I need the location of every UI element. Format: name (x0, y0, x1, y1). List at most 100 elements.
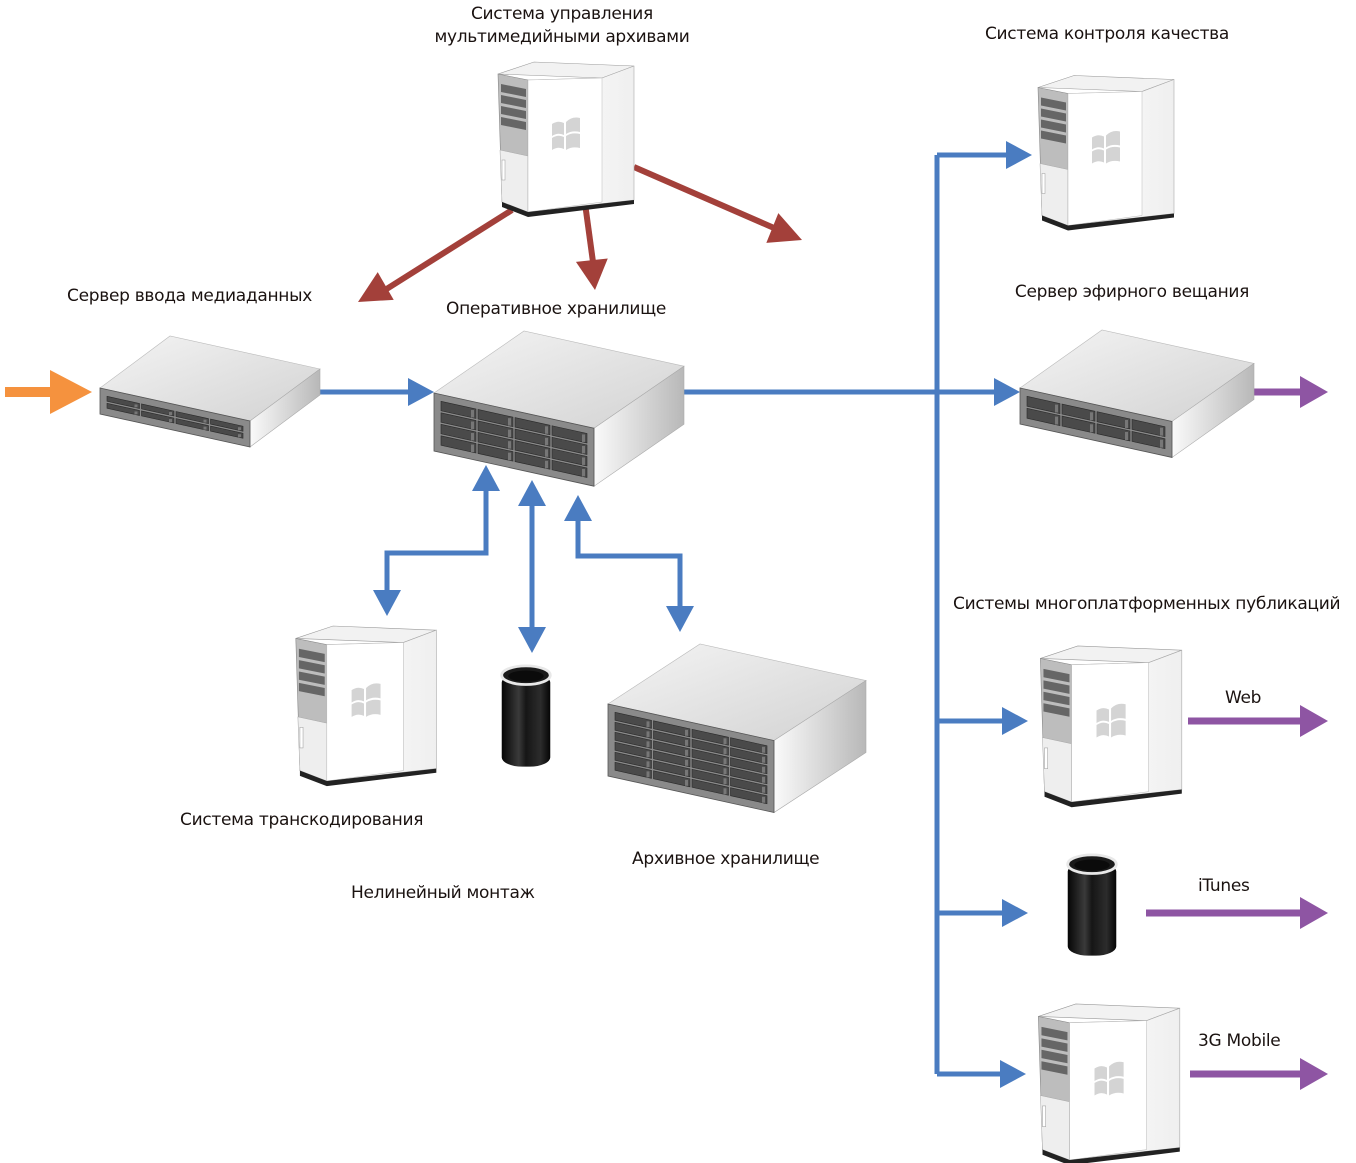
drive-bay (551, 436, 588, 455)
drive-bay (691, 738, 729, 756)
control-to-ingest-line (383, 207, 514, 293)
drive-bay-handle (169, 419, 172, 423)
drive-bay (210, 425, 244, 439)
drive-bay (551, 459, 588, 478)
drive-bay (440, 400, 477, 419)
drive-bay-handle (762, 776, 765, 783)
web-workstation (1039, 645, 1183, 808)
label-playout: Сервер эфирного вещания (1014, 282, 1250, 302)
drive-bay-handle (685, 769, 688, 776)
drive-bay (551, 425, 588, 444)
drive-bay (175, 411, 209, 425)
drive-bay-handle (203, 419, 207, 423)
drive-bay (106, 395, 140, 409)
drive-bay (614, 711, 652, 729)
playout-rack-server (1019, 329, 1255, 459)
drive-bay (1131, 419, 1166, 438)
drive-bay-handle (646, 721, 650, 728)
drive-bay-handle (685, 739, 688, 746)
drive-bay (551, 448, 588, 467)
label-multiplatform: Системы многоплатформенных публикаций (953, 594, 1341, 614)
drive-bay-handle (169, 412, 172, 416)
drive-bay (1061, 415, 1096, 434)
drive-bay-handle (646, 731, 650, 738)
online-storage-rack (433, 330, 685, 487)
storage-nle-arrowhead-down (518, 627, 546, 653)
drive-bay (653, 720, 691, 738)
control-to-ingest-arrowhead (358, 272, 394, 302)
drive-bay-handle (762, 756, 765, 763)
drive-bay-handle (1125, 419, 1128, 428)
drive-bay (106, 402, 140, 416)
drive-bay-handle (582, 434, 585, 442)
label-archive: Архивное хранилище (632, 849, 820, 869)
drive-bay (730, 737, 768, 755)
drive-bay (730, 767, 768, 785)
label-mam: Система управления мультимедийными архив… (434, 3, 689, 49)
drive-bay-handle (685, 779, 688, 786)
devices-layer (99, 61, 1255, 1163)
drive-bay-handle (723, 768, 727, 775)
drive-bay (514, 440, 551, 459)
control-to-right-arrowhead (766, 213, 802, 243)
drive-bay (1026, 395, 1061, 414)
drive-bay (440, 423, 477, 442)
drive-bay (691, 748, 729, 766)
drive-bay-handle (582, 468, 585, 477)
drive-bay (477, 432, 514, 451)
drive-bay-handle (646, 771, 650, 778)
storage-transcode-arrowhead-up (472, 465, 500, 491)
drive-bay-handle (1125, 431, 1128, 440)
drive-bay (614, 731, 652, 749)
drive-bay-handle (646, 741, 650, 748)
drive-bay-handle (471, 421, 474, 430)
drive-bay-handle (762, 796, 765, 803)
drive-bay-handle (508, 452, 511, 461)
drive-bay-handle (723, 748, 727, 755)
drive-bay-handle (238, 434, 241, 438)
drive-bay (141, 403, 175, 417)
drive-bay (1131, 431, 1166, 450)
playout-output-arrowhead (1300, 376, 1328, 408)
drive-bay-handle (762, 786, 765, 793)
drive-bay-handle (685, 749, 688, 756)
drive-bay-handle (582, 457, 585, 465)
drive-bay-handle (134, 404, 138, 408)
drive-bay (210, 418, 244, 432)
label-mobile: 3G Mobile (1198, 1031, 1281, 1051)
storage-archive-arrowhead-down (666, 606, 694, 632)
drive-bay-handle (646, 761, 650, 768)
drive-bay (691, 728, 729, 746)
drive-bay-handle (238, 427, 241, 431)
mobile-output-arrowhead (1300, 1058, 1328, 1090)
drive-bay (1096, 411, 1131, 430)
label-mam-line2: мультимедийными архивами (434, 27, 690, 47)
nle-mac-pro (500, 664, 552, 769)
drive-bay (730, 787, 768, 805)
drive-bay (477, 443, 514, 462)
drive-bay-handle (545, 426, 548, 434)
drive-bay (653, 770, 691, 788)
drive-bay (440, 435, 477, 454)
drive-bay (141, 410, 175, 424)
input-arrow-head (50, 370, 92, 414)
ingest-rack-server (99, 335, 321, 448)
label-mam-line1: Система управления (470, 4, 653, 24)
drive-bay (614, 741, 652, 759)
mobile-workstation (1037, 1003, 1181, 1163)
label-nle: Нелинейный монтаж (351, 883, 535, 903)
drive-bay (614, 761, 652, 779)
drive-bay-handle (762, 766, 765, 773)
drive-bay (691, 778, 729, 796)
drive-bay-handle (508, 418, 511, 426)
drive-bay-handle (471, 444, 474, 453)
archive-rack-storage (607, 643, 867, 814)
drive-bay-handle (1160, 427, 1163, 436)
drive-bay (440, 412, 477, 431)
drive-bay (691, 768, 729, 786)
control-to-storage-arrowhead (575, 258, 608, 290)
itunes-output-arrowhead (1300, 897, 1328, 929)
drive-bay-handle (134, 411, 138, 415)
qc-workstation (1037, 74, 1175, 232)
